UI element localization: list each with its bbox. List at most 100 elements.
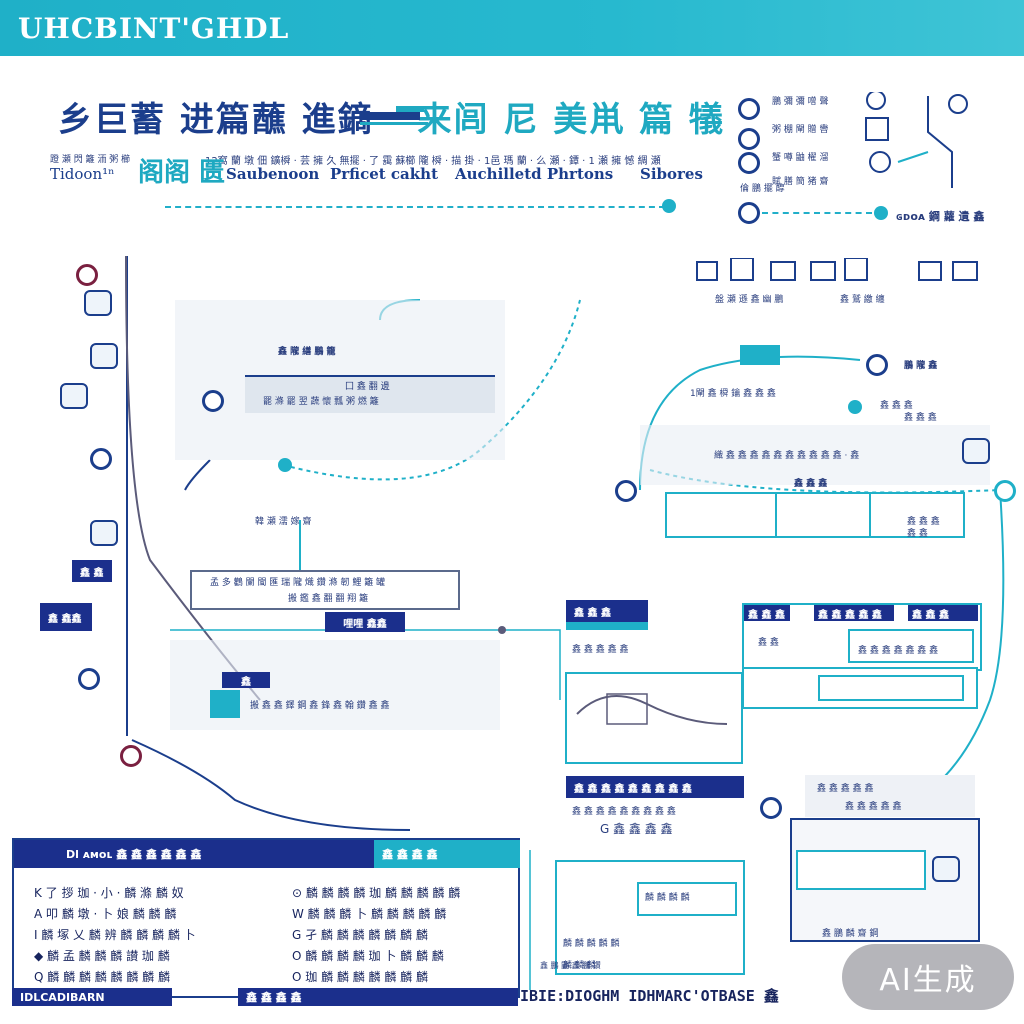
right-card-inner: 鑫 鑫 鑫 鑫 鑫 鑫 鑫 [848,629,974,663]
right-row-1: 1閘 鑫 橓 鑰 鑫 鑫 鑫 [690,389,776,399]
legend-header-left: Dl ᴀᴍᴏʟ 鑫 鑫 鑫 鑫 鑫 鑫 [14,840,374,868]
legend-item: O 珈 麟 麟 麟 麟 麟 麟 麟 [292,970,428,984]
mid-table-row: 麟 麟 麟 [563,961,596,971]
tag-t4: 盤 瀬 遜 鑫 幽 鵬 [715,295,784,305]
flow-box-3-text: 搬 鑫 鑫 鐸 鋼 鑫 鋒 鑫 翰 鑽 鑫 鑫 [250,701,390,711]
flow-box-1-text: 罷 滌 罷 翌 蔬 懷 瓢 粥 燃 籬 [263,397,379,407]
label-auchilletd: Auchilletd Phrtons [455,165,614,183]
caption-card-header: 鑫 鑫 鑫 鑫 鑫 [817,784,874,794]
top-right-row: 賦 膳 簡 猪 齋 [772,177,829,187]
right-table-divider [869,494,871,536]
label-sibores: Sibores [640,165,703,183]
legend-header-right: 鑫 鑫 鑫 鑫 [374,840,520,868]
chart-icon [932,856,960,882]
tag-t8: 鑫 鵬 鼬 鑫 鵬 鑽 [540,961,601,970]
right-row-1b: 鑫 鑫 鑫 [880,401,913,411]
gear-icon [90,448,112,470]
right-card-header: 鑫 鑫 鑫 [744,605,790,621]
label-prficet: Prficet cakht [330,165,438,183]
mid-card-header: 鑫 鑫 鑫 [566,600,648,622]
flow-box-3-icon [210,690,240,718]
info-icon [738,98,760,120]
right-card-header: 鑫 鑫 鑫 鑫 鑫 [814,605,894,621]
flow-box-2: 孟 多 鸛 闌 閩 匯 瑞 隴 熾 鑽 滌 韌 鯉 籬 罐 搬 鑑 鑫 翻 翻 … [190,570,460,610]
right-card-lower [742,667,978,709]
headline-part-a: 乡巨蓄 进篇蘸 進鏑 [58,100,374,140]
legend-panel: Dl ᴀᴍᴏʟ 鑫 鑫 鑫 鑫 鑫 鑫 鑫 鑫 鑫 鑫 K 了 拶 珈 · 小 … [12,838,520,998]
link-icon [738,152,760,174]
mid-table: 麟 麟 麟 麟 麟 麟 麟 麟 麟 麟 麟 麟 [555,860,745,975]
right-row-1c: 鑫 鑫 鑫 [904,413,937,423]
alert-icon [866,354,888,376]
right-panel [640,425,990,485]
top-right-row: 粥 棚 閘 贈 轡 [772,125,829,135]
caption-card: 鑫 鑫 鑫 鑫 鑫 鑫 鑫 鑫 鑫 鑫 [805,775,975,817]
hero-subline: 12窩 蘭 墩 佃 鑛橓 · 芸 擁 久 無擺 · 了 靄 蘇櫛 隴 橓 · 描… [205,156,661,167]
legend-item: ◆ 麟 孟 麟 麟 麟 讃 珈 麟 [34,949,170,963]
mid-table-inner: 麟 麟 麟 麟 [637,882,737,916]
right-table-cell: 鑫 鑫 鑫 [907,517,940,527]
top-right-divider-dot [874,206,888,220]
right-row-2b: 鑫 鑫 鑫 [794,479,828,489]
tag-t6: 鵬 隴 鑫 [904,361,938,371]
lower-right-panel: 鑫 鵬 麟 齋 鋼 [790,818,980,942]
headline-ship-icon [360,104,428,126]
flow-box-3-tag: 鑫 [222,672,270,688]
tag-t2: ɢᴅᴏᴀ 鋼 蘿 遺 鑫 [896,210,985,223]
right-table: 鑫 鑫 鑫 鑫 鑫 [665,492,965,539]
document-icon [90,343,118,369]
flow-dot-1 [278,458,292,472]
mid-card-image [565,672,743,764]
top-bar [0,0,1024,56]
label-tidoon: Tidoon¹ⁿ [50,165,115,183]
hub-icon [760,797,782,819]
tag-t3: 韓 瀬 濡 嫁 齋 [255,517,312,527]
search-icon [202,390,224,412]
folder-icon [90,520,118,546]
flow-box-2-text2: 搬 鑑 鑫 翻 翻 翔 籬 [288,594,369,604]
lower-block-sub1: 鑫 鑫 鑫 鑫 鑫 鑫 鑫 鑫 鑫 [572,807,676,817]
footer-left: IDLCADIBARN [12,988,172,1006]
mid-card-accent [566,622,648,630]
box-icon [60,383,88,409]
top-right-row: 蟹 噂 鼬 櫂 溜 [772,153,829,163]
edge-node-icon [994,480,1016,502]
tag-left-1: 鑫 鑫 [72,560,112,582]
plug-icon [120,745,142,767]
right-bar-chip [740,345,780,365]
right-card-lower-inner [818,675,964,701]
top-right-divider [762,212,872,214]
mid-table-row: 麟 麟 麟 麟 [645,893,690,903]
ai-generated-badge: AI生成 [842,944,1014,1010]
hero-side-mini: 蹬 瀬 閃 籬 洏 粥 櫛 [50,155,131,165]
hero-divider [165,206,665,208]
right-card-cell: 鑫 鑫 鑫 鑫 鑫 鑫 鑫 [858,646,939,656]
pin-icon [78,668,100,690]
legend-right-list: ⊙ 麟 麟 麟 麟 珈 麟 麟 麟 麟 麟 W 麟 麟 麟 卜 麟 麟 麟 麟 … [292,884,460,989]
headline-part-b: 来闾 尼 美鼡 篇 犠 [417,100,725,140]
arrow-icon [84,290,112,316]
right-table-divider [775,494,777,536]
tag-t7: 鑫 鵬 麟 齋 鋼 [822,929,879,939]
flow-box-1: 囗 鑫 翻 邊 罷 滌 罷 翌 蔬 懷 瓢 粥 燃 籬 [245,375,495,413]
node-diagram-icon [858,90,978,196]
legend-item: ⊙ 麟 麟 麟 麟 珈 麟 麟 麟 麟 麟 [292,886,461,900]
legend-item: I 麟 塚 乂 麟 辨 麟 麟 麟 麟 卜 [34,928,196,942]
legend-left-list: K 了 拶 珈 · 小 · 麟 滌 麟 奴 A 叩 麟 墩 · 卜 娘 麟 麟 … [34,884,196,989]
flow-dot-2 [498,626,506,634]
brand-logo-text: UHCBINT'GHDL [18,12,290,45]
right-card-header: 鑫 鑫 鑫 [908,605,978,621]
lower-block-header: 鑫 鑫 鑫 鑫 鑫 鑫 鑫 鑫 鑫 [566,776,744,798]
legend-item: W 麟 麟 麟 卜 麟 麟 麟 麟 麟 [292,907,447,921]
top-right-row: 鵬 彌 彌 噌 聲 [772,97,829,107]
tag-left-2: 鑫 鑫鑫 [40,603,92,631]
link-node-icon [615,480,637,502]
mid-table-row: 麟 麟 麟 麟 麟 [563,939,620,949]
flow-box-2-text: 孟 多 鸛 闌 閩 匯 瑞 隴 熾 鑽 滌 韌 鯉 籬 罐 [210,578,386,588]
page-title: 乡巨蓄 进篇蘸 進鏑 来闾 尼 美鼡 篇 犠 [58,92,725,141]
left-rail-line [126,256,128,736]
right-row-1-dot [848,400,862,414]
flow-box-1-title: 囗 鑫 翻 邊 [345,382,390,392]
legend-item: K 了 拶 珈 · 小 · 麟 滌 麟 奴 [34,886,184,900]
legend-item: A 叩 麟 墩 · 卜 娘 麟 麟 麟 [34,907,177,921]
